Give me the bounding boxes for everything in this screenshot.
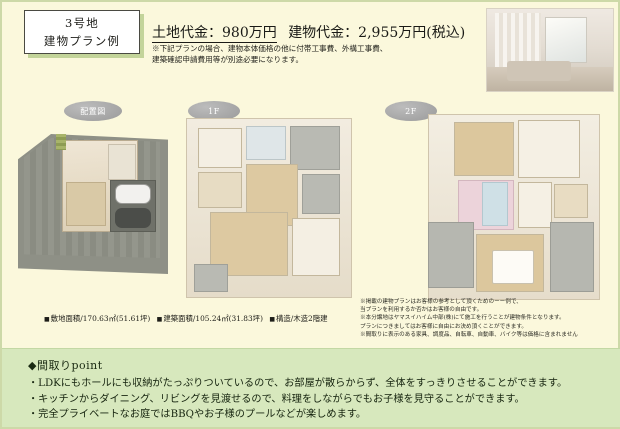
site-plan-badge: 配置図	[64, 101, 122, 121]
room-balcony-2f	[550, 222, 594, 292]
room-kids-closet	[482, 182, 508, 226]
points-list: ・LDKにもホールにも収納がたっぷりついているので、お部屋が散らからず、全体をす…	[28, 376, 620, 423]
first-floor-plan-image	[180, 114, 360, 304]
room-study	[454, 122, 514, 176]
room-washroom	[198, 172, 242, 208]
first-floor-badge: 1F	[188, 101, 240, 121]
price-note-line2: 建築確認申請費用等が別途必要になります。	[152, 54, 304, 64]
price-note: ※下記プランの場合、建物本体価格の他に付帯工事費、外構工事費、 建築確認申請費用…	[152, 44, 412, 65]
price-note-line1: ※下記プランの場合、建物本体価格の他に付帯工事費、外構工事費、	[152, 44, 388, 53]
room-toilet-2f	[554, 184, 588, 218]
interior-photo	[486, 8, 614, 92]
room-hallway-2f	[518, 182, 552, 228]
spec-building-area: 建築面積/105.24㎡(31.83坪)	[157, 314, 263, 323]
second-floor-plan-image	[422, 110, 608, 306]
disclaimer-line-2: 当プランを利用するか否かはお客様の自由です。	[360, 307, 483, 314]
parked-car-dark	[115, 208, 151, 228]
point-item: ・キッチンからダイニング、リビングを見渡せるので、料理をしながらでもお子様を見守…	[28, 393, 525, 405]
price-line: 土地代金：980万円 建物代金：2,955万円(税込)	[152, 22, 466, 43]
parked-car-white	[115, 184, 151, 204]
disclaimer-block: ※掲載の建物プランはお客様の参考として頂くためのーー例で、 当プランを利用するか…	[360, 298, 612, 339]
floorplan-points-section: ◆間取りpoint ・LDKにもホールにも収納がたっぷりついているので、お部屋が…	[2, 348, 620, 427]
photo-window	[545, 17, 587, 63]
site-utility-room	[108, 144, 136, 180]
garden-hedge	[56, 134, 66, 150]
room-bedroom-main	[518, 120, 580, 178]
room-entrance	[198, 128, 242, 168]
spec-structure: 構造/木造2階建	[269, 314, 327, 323]
spec-land-area: 敷地面積/170.63㎡(51.61坪)	[44, 314, 150, 323]
room-bathroom	[246, 126, 286, 160]
building-price: 建物代金：2,955万円(税込)	[288, 25, 466, 41]
room-balcony-1f	[290, 126, 340, 170]
room-storage-1f	[302, 174, 340, 214]
second-floor-badge: 2F	[385, 101, 437, 121]
disclaimer-line-3: ※本分譲地はヤマスイハイム中部(株)にて施工を行うことが建物条件となります。	[360, 315, 565, 322]
site-plan-image	[14, 120, 174, 305]
header: 3号地 建物プラン例 土地代金：980万円 建物代金：2,955万円(税込) ※…	[2, 2, 620, 92]
site-living-room	[66, 182, 106, 226]
land-price: 土地代金：980万円	[152, 25, 277, 43]
property-specs: 敷地面積/170.63㎡(51.61坪) 建築面積/105.24㎡(31.83坪…	[44, 313, 332, 324]
points-title: ◆間取りpoint	[28, 359, 103, 372]
disclaimer-line-4: プランにつきましてはお客様に自由にお決め頂くことができます。	[360, 323, 527, 330]
disclaimer-line-1: ※掲載の建物プランはお客様の参考として頂くためのーー例で、	[360, 299, 522, 305]
plot-number-line2: 建物プラン例	[43, 34, 121, 48]
point-item: ・完全プライベートなお庭ではBBQやお子様のプールなどが楽しめます。	[28, 409, 367, 420]
disclaimer-line-5: ※間取りに表示のある家具、調度品、自転車、自動車、バイク等は価格に含まれません	[360, 331, 578, 338]
room-hall	[292, 218, 340, 276]
bed-furniture	[492, 250, 534, 284]
room-roof-section	[428, 222, 474, 288]
plot-number-line1: 3号地	[65, 16, 99, 30]
room-porch	[194, 264, 228, 292]
point-item: ・LDKにもホールにも収納がたっぷりついているので、お部屋が散らからず、全体をす…	[28, 378, 568, 389]
plot-number-badge: 3号地 建物プラン例	[24, 10, 140, 54]
photo-sofa	[507, 61, 571, 81]
